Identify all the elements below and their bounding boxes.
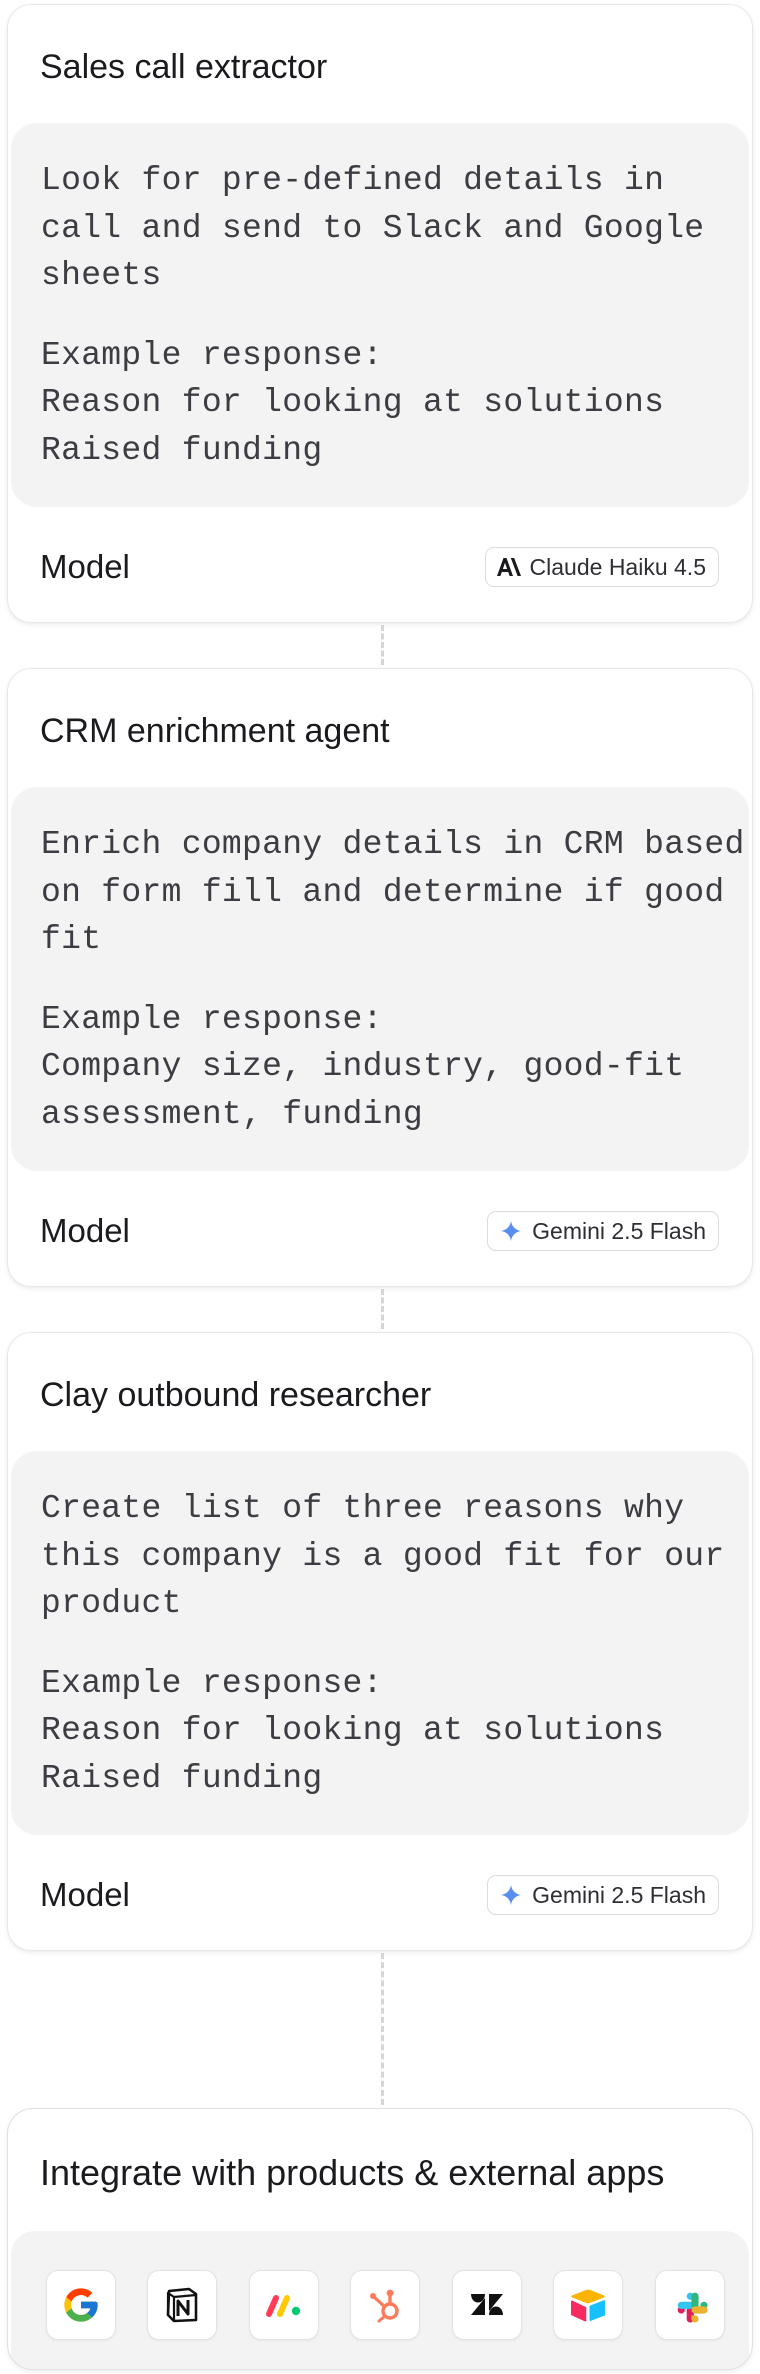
google-icon[interactable] [46,2270,116,2340]
integrations-card: Integrate with products & external apps [7,2108,753,2370]
example-line: Reason for looking at solutions [41,384,665,422]
model-name: Claude Haiku 4.5 [529,553,706,580]
model-row: Model Claude Haiku 4.5 [40,545,719,589]
example-line: Example response: [41,336,383,374]
model-select-badge[interactable]: Gemini 2.5 Flash [487,1875,719,1915]
card-title: CRM enrichment agent [40,712,390,750]
card-title: Sales call extractor [40,48,328,86]
model-select-badge[interactable]: Claude Haiku 4.5 [484,547,719,587]
prompt-line: product [41,1585,182,1623]
gemini-icon [498,1218,524,1244]
model-name: Gemini 2.5 Flash [532,1881,706,1908]
prompt-box: Create list of three reasons why this co… [11,1451,749,1835]
example-line: Example response: [41,1000,383,1038]
model-label: Model [40,1212,130,1249]
apps-strip [11,2231,749,2369]
prompt-line: on form fill and determine if good [41,873,725,911]
prompt-line: Look for pre-defined details in [41,162,665,199]
prompt-line: Create list of three reasons why [41,1490,685,1527]
model-name: Gemini 2.5 Flash [532,1217,706,1244]
monday-icon[interactable] [249,2270,319,2340]
hubspot-icon[interactable] [350,2270,420,2340]
agent-card-crm-enrichment[interactable]: CRM enrichment agent Enrich company deta… [7,668,753,1287]
prompt-line: sheets [41,257,162,295]
example-line: Raised funding [41,431,323,469]
example-line: assessment, funding [41,1095,423,1133]
agent-card-clay-outbound[interactable]: Clay outbound researcher Create list of … [7,1332,753,1951]
prompt-box: Enrich company details in CRM based on f… [11,787,749,1171]
connector-line [381,1953,384,2105]
model-row: Model Gemini 2.5 Flash [40,1873,719,1917]
model-label: Model [40,1876,130,1913]
prompt-line: Enrich company details in CRM based [41,826,745,863]
connector-line [381,1289,384,1329]
gemini-icon [498,1882,524,1908]
prompt-line: fit [41,921,102,959]
model-select-badge[interactable]: Gemini 2.5 Flash [487,1211,719,1251]
notion-icon[interactable] [147,2270,217,2340]
example-line: Raised funding [41,1759,323,1797]
model-label: Model [40,548,130,585]
slack-icon[interactable] [655,2270,725,2340]
connector-line [381,625,384,665]
example-line: Reason for looking at solutions [41,1712,665,1750]
integrations-title: Integrate with products & external apps [40,2152,665,2193]
prompt-box: Look for pre-defined details in call and… [11,123,749,507]
model-row: Model Gemini 2.5 Flash [40,1209,719,1253]
prompt-line: call and send to Slack and Google [41,209,705,247]
card-title: Clay outbound researcher [40,1376,432,1414]
example-line: Example response: [41,1664,383,1702]
zendesk-icon[interactable] [452,2270,522,2340]
airtable-icon[interactable] [553,2270,623,2340]
agent-card-sales-call-extractor[interactable]: Sales call extractor Look for pre-define… [7,4,753,623]
prompt-line: this company is a good fit for our [41,1537,725,1575]
example-line: Company size, industry, good-fit [41,1048,685,1086]
anthropic-icon [496,554,522,580]
